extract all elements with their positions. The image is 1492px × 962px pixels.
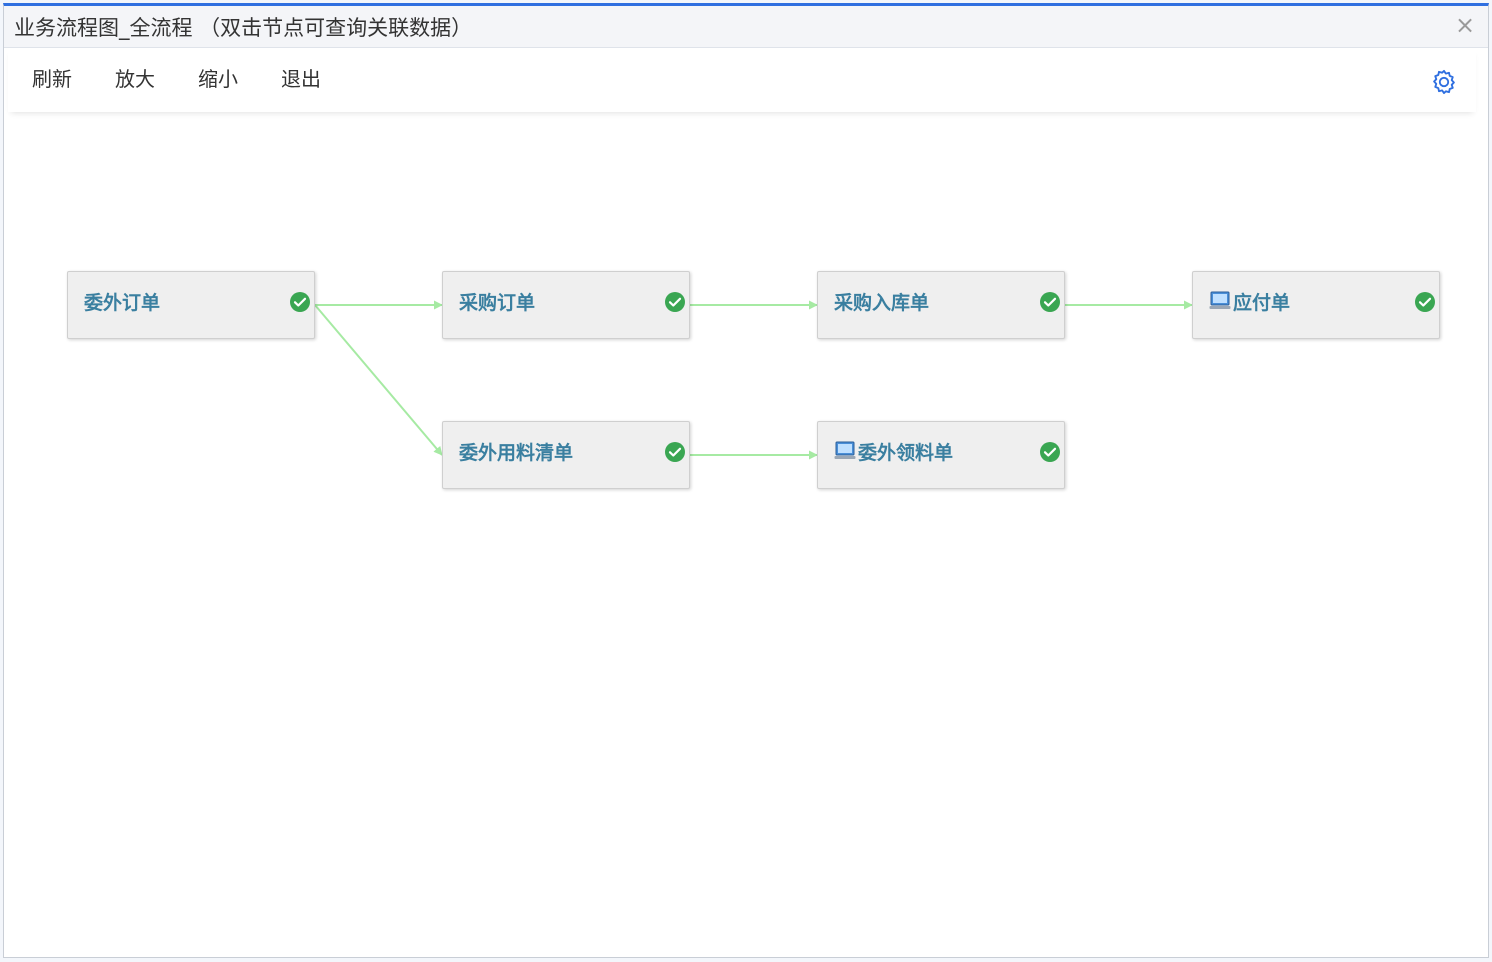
toolbar: 刷新 放大 缩小 退出 — [8, 48, 1476, 112]
flow-node-outsourcing-bom[interactable]: 委外用料清单 — [442, 421, 690, 489]
flow-dialog: 业务流程图_全流程 （双击节点可查询关联数据） × 刷新 放大 缩小 退出 委外… — [3, 3, 1489, 958]
refresh-button[interactable]: 刷新 — [32, 67, 72, 91]
flow-node-outsourcing-picking[interactable]: 委外领料单 — [817, 421, 1065, 489]
node-label: 委外领料单 — [858, 442, 954, 464]
flow-canvas: 委外订单 采购订单 采购入库单 — [4, 118, 1488, 957]
check-icon — [665, 292, 685, 312]
gear-icon[interactable] — [1430, 68, 1458, 96]
zoom-in-button[interactable]: 放大 — [115, 67, 155, 91]
dialog-titlebar: 业务流程图_全流程 （双击节点可查询关联数据） × — [4, 6, 1488, 48]
flow-edge-n1-n5 — [314, 304, 443, 456]
check-icon — [290, 292, 310, 312]
node-label: 委外订单 — [84, 292, 161, 314]
node-label: 委外用料清单 — [459, 442, 574, 464]
node-label: 采购入库单 — [834, 292, 930, 314]
node-label: 采购订单 — [459, 292, 536, 314]
computer-icon — [834, 441, 856, 459]
flow-edges — [314, 300, 1193, 460]
dialog-title: 业务流程图_全流程 （双击节点可查询关联数据） — [14, 16, 473, 40]
close-button[interactable]: × — [1454, 11, 1476, 39]
flow-node-outsourcing-order[interactable]: 委外订单 — [67, 271, 315, 339]
flow-node-purchase-order[interactable]: 采购订单 — [442, 271, 690, 339]
exit-button[interactable]: 退出 — [281, 67, 321, 91]
node-label: 应付单 — [1233, 292, 1291, 314]
check-icon — [1415, 292, 1435, 312]
zoom-out-button[interactable]: 缩小 — [198, 67, 238, 91]
flow-node-purchase-receipt[interactable]: 采购入库单 — [817, 271, 1065, 339]
check-icon — [1040, 442, 1060, 462]
check-icon — [665, 442, 685, 462]
flow-node-payable[interactable]: 应付单 — [1192, 271, 1440, 339]
check-icon — [1040, 292, 1060, 312]
computer-icon — [1209, 291, 1231, 309]
